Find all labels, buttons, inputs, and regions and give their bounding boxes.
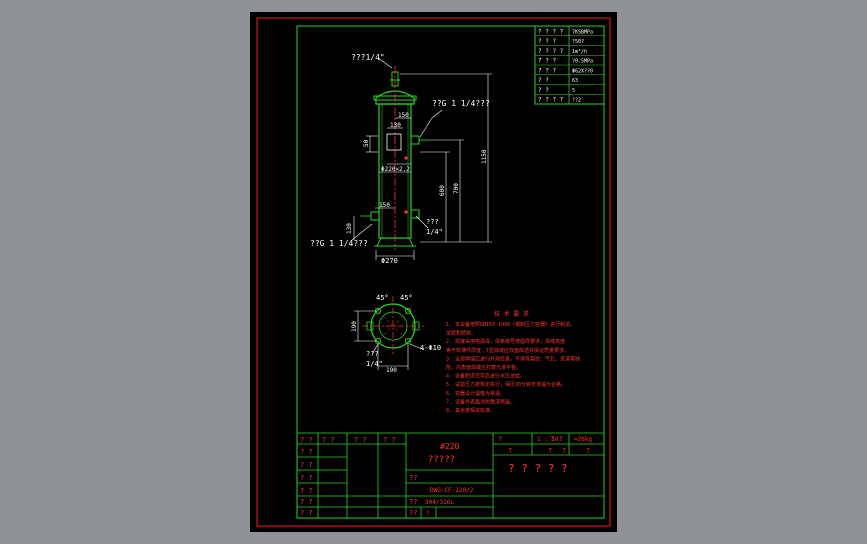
elevation-view: ???1/4" ??G 1 1/4??? 150 130 50 1150 700…: [310, 53, 492, 265]
label-base: Φ270: [381, 257, 398, 265]
tb-mid-2: ??: [409, 498, 417, 506]
tb-head-1: ? ?: [322, 436, 335, 444]
drain-nozzle: [410, 209, 420, 219]
tb-mid-3: ??: [409, 509, 417, 517]
tb-left-5: ? ?: [300, 498, 313, 506]
spec-label: ? ? ?: [538, 38, 556, 45]
plan-drain-top: ???: [366, 350, 379, 358]
note-line: 8. 其余按相关标准。: [446, 407, 495, 414]
top-head: [375, 90, 415, 105]
spec-value: 1m³/h: [572, 49, 587, 55]
tb-drawing-no: DWG-CF-220/2: [430, 487, 474, 494]
tb-left-1: ? ?: [300, 448, 313, 456]
tb-rm-4: ?: [586, 447, 590, 455]
label-drain-bottom: 1/4": [426, 228, 443, 236]
spec-table: ? ? ? ? 7KSBMPa ? ? ? ?50? ? ? ? ? 1m³/h ? ? ?…: [534, 25, 605, 105]
technical-notes: 技 术 要 求 1. 本设备按照GB150-1998《钢制压力容器》进行制造、 …: [446, 310, 580, 414]
tb-mini-1: ?: [426, 510, 430, 517]
tb-left-6: ? ?: [300, 509, 313, 517]
note-line: 6. 容器设计温度为常温。: [446, 390, 505, 397]
spec-label: ? ? ?: [538, 67, 556, 74]
spec-label: ? ? ? ?: [538, 28, 564, 35]
dim-150-bottom: 150: [379, 202, 390, 209]
notes-title: 技 术 要 求: [494, 310, 529, 318]
tb-head-4: ? ?: [300, 436, 313, 444]
spec-label: ? ?: [538, 77, 549, 84]
tb-material: 304/316L: [425, 499, 454, 506]
tb-code: #220: [440, 442, 459, 451]
tb-right-3: ? ?: [550, 435, 563, 443]
note-line: 4. 设备制造完毕后进行水压试验。: [446, 373, 525, 380]
spec-label: ? ?: [538, 87, 549, 94]
spec-value: ?50?: [572, 39, 584, 45]
spec-value: ??2: [572, 98, 581, 104]
bolt-hole: [405, 308, 411, 314]
bolt-hole: [405, 338, 411, 344]
tb-head-3: ? ?: [383, 436, 396, 444]
dim-50: 50: [363, 139, 370, 147]
note-line: 试验和验收。: [446, 330, 476, 337]
plan-dim-left: 190: [351, 321, 358, 332]
note-line: 7. 设备外表面涂防锈漆两遍。: [446, 398, 515, 405]
note-line: 2. 焊接采用电弧焊，焊条牌号按图样要求，焊缝高度: [446, 338, 565, 345]
plan-view: 45° 45° 190 190 4-Φ10 ??? 1/4": [351, 294, 441, 374]
tb-left-2: ? ?: [300, 461, 313, 469]
title-block: [296, 432, 605, 519]
dim-700: 700: [453, 183, 460, 194]
note-line: 1. 本设备按照GB150-1998《钢制压力容器》进行制造、: [446, 321, 575, 328]
tb-left-3: ? ?: [300, 474, 313, 482]
label-shell: Φ220×2.2: [381, 166, 410, 173]
tb-rm-1: ?: [508, 447, 512, 455]
plan-drain-bottom: 1/4": [366, 360, 383, 368]
plan-angle-right: 45°: [400, 294, 413, 302]
spec-value: Φ62X??0: [572, 68, 593, 74]
dim-130: 130: [390, 122, 401, 129]
plan-dim-bottom: 190: [386, 367, 397, 374]
sheet-border: [256, 17, 611, 527]
label-side-outlet: ??G 1 1/4???: [432, 99, 490, 108]
sight-window: [386, 133, 402, 151]
label-inlet: ??G 1 1/4???: [310, 239, 368, 248]
dim-600: 600: [439, 185, 446, 196]
dim-150-top: 150: [398, 112, 409, 119]
spec-label: ? ? ? ?: [538, 48, 564, 55]
dim-130-bottom: 130: [346, 223, 353, 234]
spec-label: ? ? ?: [538, 58, 556, 65]
label-top-pipe: ???1/4": [351, 53, 385, 62]
plan-angle-left: 45°: [376, 294, 389, 302]
tb-rm-2: ?: [548, 447, 552, 455]
tb-right-1: ?: [498, 435, 502, 443]
spec-value: ?0.5MPa: [572, 59, 593, 65]
note-line: 5. 试验压力按规定执行，保压30分钟无渗漏为合格。: [446, 381, 566, 388]
tb-scale: 1 : 10: [537, 436, 559, 443]
spec-label: ? ? ? ?: [538, 97, 564, 104]
spec-value: 5: [572, 88, 575, 94]
tb-big-title: ? ? ? ? ?: [508, 462, 568, 475]
note-line: 陷，内表面焊缝应打磨光滑平整。: [446, 364, 521, 371]
tb-rm-3: ?: [562, 447, 566, 455]
tb-head-2: ? ?: [354, 436, 367, 444]
tb-name: ?????: [428, 455, 455, 465]
note-line: 等于较薄件厚度，T型焊缝应双面焊透并保证质量要求。: [446, 347, 569, 354]
spec-value: 7KSBMPa: [572, 29, 593, 35]
drawing-sheet: [250, 12, 617, 532]
tb-weight: ≈26kg: [574, 436, 592, 443]
plan-holes: 4-Φ10: [420, 344, 441, 352]
tb-mid-1: ??: [409, 474, 417, 482]
label-drain-top: ???: [426, 218, 439, 226]
note-line: 3. 全部焊缝应进行外观检查，不得有裂纹、气孔、夹渣等缺: [446, 355, 580, 362]
spec-value: 63: [572, 78, 578, 84]
dim-1150: 1150: [481, 149, 488, 164]
tb-left-4: ? ?: [300, 487, 313, 495]
